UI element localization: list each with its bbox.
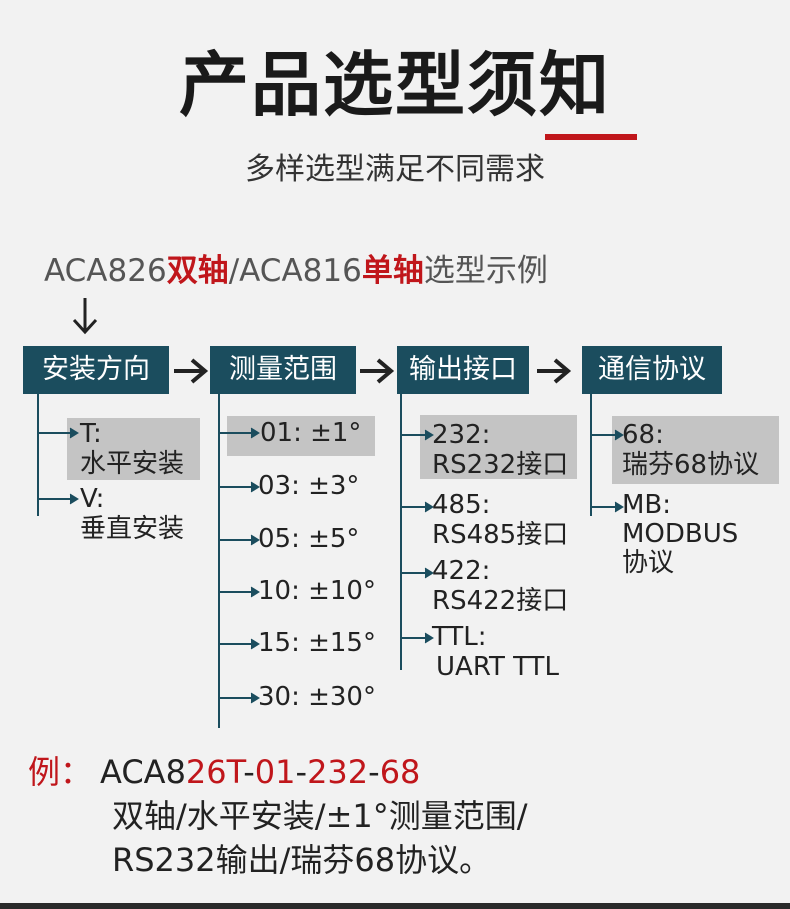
code-protocol: 68 <box>379 753 421 791</box>
model-single: /ACA816 <box>228 253 362 289</box>
dual-axis-label: 双轴 <box>166 253 229 289</box>
option-iface-485-desc: RS485接口 <box>432 520 569 550</box>
option-proto-68-code: 68: <box>622 420 664 450</box>
code-sep: - <box>243 753 255 791</box>
tree-line <box>218 394 220 728</box>
arrow-right-icon <box>537 358 572 384</box>
tree-line <box>590 394 592 516</box>
code-sep: - <box>295 753 308 791</box>
option-range-05: 05: ±5° <box>258 524 360 554</box>
code-sep: - <box>368 753 380 791</box>
code-prefix: ACA8 <box>100 753 186 791</box>
arrow-right-icon <box>591 429 624 441</box>
page-subtitle: 多样选型满足不同需求 <box>245 152 545 187</box>
option-mount-v-desc: 垂直安装 <box>80 514 185 544</box>
tree-line <box>37 394 39 516</box>
arrow-right-icon <box>360 358 395 384</box>
arrow-right-icon <box>401 567 434 579</box>
option-range-01: 01: ±1° <box>260 418 362 448</box>
option-proto-mb-code: MB: <box>622 490 672 520</box>
arrow-right-icon <box>38 427 79 439</box>
bottom-divider <box>0 903 790 909</box>
arrow-right-icon <box>401 501 434 513</box>
example-code: ACA826T-01-232-68 <box>100 752 420 792</box>
page-title: 产品选型须知 <box>179 44 611 126</box>
category-interface: 输出接口 <box>397 346 529 394</box>
option-highlight <box>67 418 200 480</box>
code-axis: 26 <box>185 753 227 791</box>
arrow-right-icon <box>219 692 260 704</box>
arrow-right-icon <box>219 586 260 598</box>
arrow-right-icon <box>38 493 79 505</box>
title-underline <box>545 134 637 140</box>
option-highlight <box>612 416 779 484</box>
code-range: 01 <box>254 753 296 791</box>
example-desc-line1: 双轴/水平安装/±1°测量范围/ <box>112 797 528 835</box>
single-axis-label: 单轴 <box>361 253 424 289</box>
option-iface-422-code: 422: <box>432 556 491 586</box>
example-desc-line2: RS232输出/瑞芬68协议。 <box>112 841 492 879</box>
option-iface-ttl-desc: UART TTL <box>436 652 559 682</box>
option-iface-ttl-code: TTL: <box>432 622 487 652</box>
option-range-10: 10: ±10° <box>258 576 376 606</box>
arrow-right-icon <box>219 534 260 546</box>
option-iface-422-desc: RS422接口 <box>432 586 569 616</box>
option-mount-v-code: V: <box>80 484 105 514</box>
code-mount: T <box>226 753 244 791</box>
arrow-right-icon <box>219 638 260 650</box>
option-range-03: 03: ±3° <box>258 471 360 501</box>
example-label: 例： <box>28 753 93 791</box>
heading-suffix: 选型示例 <box>423 253 548 289</box>
option-iface-232-desc: RS232接口 <box>432 450 569 480</box>
arrow-right-icon <box>401 632 434 644</box>
category-protocol: 通信协议 <box>582 346 722 394</box>
category-range: 测量范围 <box>210 346 356 394</box>
option-iface-485-code: 485: <box>432 490 491 520</box>
arrow-right-icon <box>401 429 434 441</box>
tree-line <box>400 394 402 670</box>
category-mounting: 安装方向 <box>23 346 169 394</box>
option-iface-232-code: 232: <box>432 420 491 450</box>
selection-example-heading: ACA826双轴/ACA816单轴选型示例 <box>44 250 548 292</box>
option-range-30: 30: ±30° <box>258 682 376 712</box>
option-proto-mb-desc2: 协议 <box>622 548 675 578</box>
arrow-down-icon <box>72 298 98 335</box>
arrow-right-icon <box>219 481 260 493</box>
arrow-right-icon <box>591 501 624 513</box>
arrow-right-icon <box>174 358 209 384</box>
arrow-right-icon <box>219 427 260 439</box>
code-iface: 232 <box>307 753 369 791</box>
option-mount-t-code: T: <box>80 419 102 449</box>
option-proto-68-desc: 瑞芬68协议 <box>622 450 760 480</box>
option-mount-t-desc: 水平安装 <box>80 449 185 479</box>
option-proto-mb-desc: MODBUS <box>622 519 739 549</box>
option-highlight <box>420 415 577 479</box>
option-range-15: 15: ±15° <box>258 628 376 658</box>
model-dual: ACA826 <box>44 253 167 289</box>
